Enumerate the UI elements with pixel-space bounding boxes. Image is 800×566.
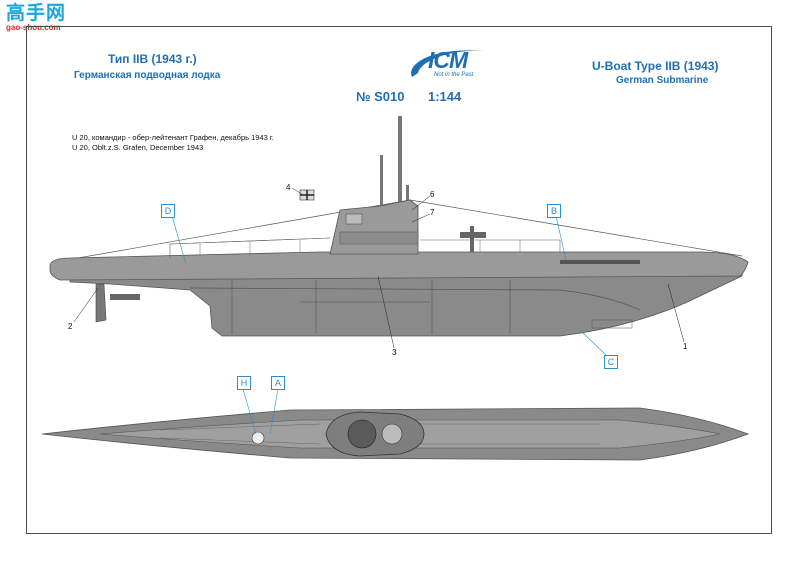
- watermark-text: 高手网: [6, 2, 67, 24]
- deck-casing: [49, 251, 749, 281]
- description-en: U 20, Oblt.z.S. Grafen, December 1943: [72, 143, 204, 152]
- deck-vents: [560, 260, 640, 264]
- label-7: 7: [430, 208, 435, 217]
- label-6: 6: [430, 190, 435, 199]
- periscope-2: [380, 155, 383, 207]
- icm-logo: ICM Not in the Past: [404, 43, 492, 85]
- top-view: [41, 388, 750, 461]
- side-view: [49, 116, 749, 358]
- callout-d: D: [161, 204, 175, 218]
- snorkel: [406, 185, 409, 205]
- railing-fore: [420, 239, 561, 252]
- logo-slogan: Not in the Past: [434, 72, 474, 78]
- watermark-url: gao-shou.com: [6, 23, 61, 32]
- conning-tower: [329, 199, 419, 255]
- periscope-1: [398, 116, 402, 208]
- hatch-circle: [251, 431, 265, 445]
- title-ru-line1: Тип IIB (1943 г.): [108, 52, 197, 66]
- kit-number: № S010: [356, 89, 405, 104]
- title-en-line2: German Submarine: [616, 75, 709, 86]
- label-3: 3: [392, 348, 397, 357]
- propeller-shaft: [110, 294, 140, 300]
- callout-a: A: [271, 376, 285, 390]
- label-1: 1: [683, 342, 688, 351]
- callout-b: B: [547, 204, 561, 218]
- title-en-line1: U-Boat Type IIB (1943): [592, 59, 719, 73]
- kit-scale: 1:144: [428, 89, 462, 104]
- label-2: 2: [68, 322, 73, 331]
- callout-c: C: [604, 355, 618, 369]
- callout-h: H: [237, 376, 251, 390]
- label-4: 4: [286, 183, 291, 192]
- drawing-frame: [26, 26, 772, 534]
- lower-hull: [69, 269, 743, 337]
- description-ru: U 20, командир - обер-лейтенант Графен, …: [72, 133, 274, 142]
- watermark-logo: 高手网 gao-shou.com: [6, 3, 70, 33]
- title-ru-line2: Германская подводная лодка: [74, 70, 221, 81]
- logo-brand: ICM: [428, 47, 468, 73]
- rudder: [95, 283, 107, 323]
- antenna-wire-fore: [409, 199, 743, 257]
- logo-swoosh-icon: [411, 50, 484, 77]
